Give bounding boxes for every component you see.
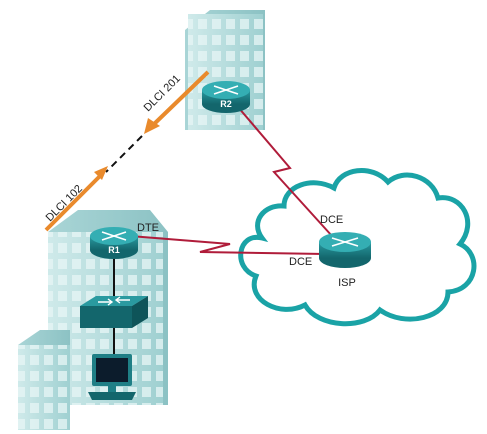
dce-label-lower: DCE [289,256,312,268]
router-isp[interactable] [319,232,371,268]
small-building [18,330,70,430]
dlci-201-arrowhead [144,118,160,134]
dlci-201-arrow [150,70,210,128]
router-arrows-icon [331,237,359,247]
router-r2[interactable]: R2 [202,81,250,113]
isp-label: ISP [338,277,356,289]
pvc-dashed-line [105,135,143,173]
pvc-path [44,70,210,232]
dlci-201-label: DLCI 201 [142,73,183,114]
serial-link-r2-isp [231,99,333,237]
switch[interactable] [80,296,148,328]
dlci-102-arrowhead [94,166,108,180]
dce-label-upper: DCE [320,214,343,226]
switch-arrows-icon [98,296,130,306]
router-r1[interactable]: R1 [90,227,138,259]
router-arrows-icon [213,85,239,95]
dlci-102-arrow [44,174,102,232]
router-arrows-icon [101,231,127,241]
dte-label: DTE [137,222,159,234]
router-r1-label: R1 [108,245,120,255]
serial-link-r1-isp [129,235,326,255]
pc-icon[interactable] [88,354,136,400]
router-r2-label: R2 [220,99,232,109]
